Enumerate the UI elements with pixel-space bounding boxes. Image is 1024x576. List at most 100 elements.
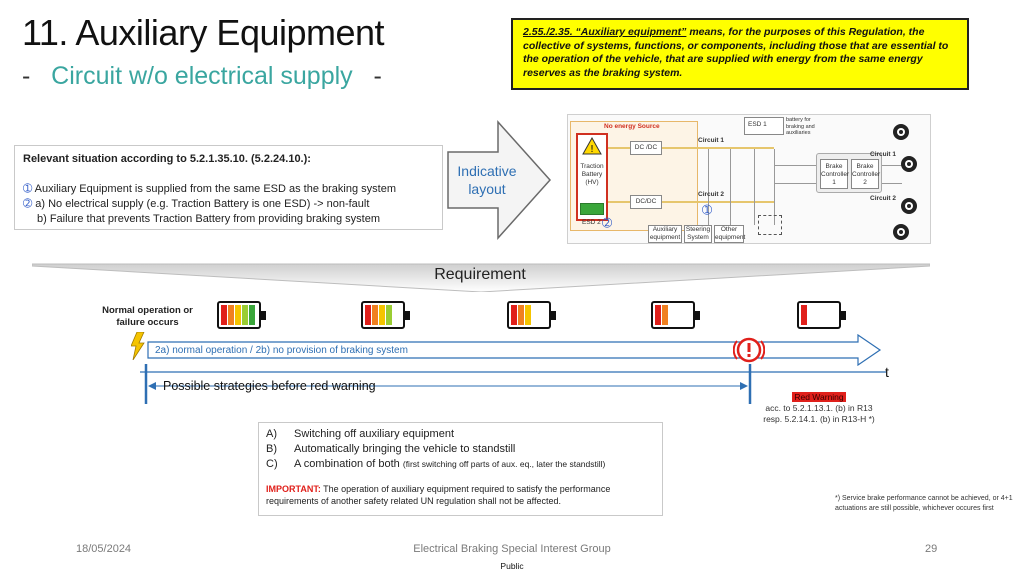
slide-title: 11. Auxiliary Equipment xyxy=(22,12,385,53)
option-c-note: (first switching off parts of aux. eq., … xyxy=(402,459,606,469)
warning-icon: ! xyxy=(582,137,602,155)
time-axis-label: t xyxy=(885,364,889,380)
wire xyxy=(608,201,630,203)
battery-icon-high xyxy=(361,301,410,329)
circuit-2-right-label: Circuit 2 xyxy=(870,195,897,202)
indicative-line-2: layout xyxy=(468,181,506,197)
battery-cell xyxy=(379,305,385,325)
wheel-icon xyxy=(901,156,917,172)
battery-cell xyxy=(518,305,524,325)
battery-cell xyxy=(235,305,241,325)
battery-cell xyxy=(221,305,227,325)
battery-icon-medium xyxy=(507,301,556,329)
brake-controller-2-box: Brake Controller 2 xyxy=(851,159,880,189)
battery-cell xyxy=(386,305,392,325)
situation-line-1-text: Auxiliary Equipment is supplied from the… xyxy=(32,183,396,195)
option-c: C) A combination of both (first switching… xyxy=(266,457,655,472)
brake-controller-1-box: Brake Controller 1 xyxy=(820,159,849,189)
other-equipment-box: Other equipment xyxy=(714,225,746,243)
battery-icon-critical xyxy=(797,301,846,329)
wire xyxy=(608,147,630,149)
wire xyxy=(882,183,902,184)
battery-cell xyxy=(801,305,807,325)
definition-box: 2.55./2.35. “Auxiliary equipment” means,… xyxy=(511,18,969,90)
aux-equipment-box: Auxiliary equipment xyxy=(648,225,682,243)
option-a: A)Switching off auxiliary equipment xyxy=(266,427,655,442)
red-warning-icon xyxy=(733,337,765,363)
option-a-text: Switching off auxiliary equipment xyxy=(294,428,454,440)
esd2-cell xyxy=(580,203,604,215)
circuit-1-label: Circuit 1 xyxy=(698,137,725,144)
esd2-label: ESD 2 xyxy=(582,219,601,226)
footer-page-number: 29 xyxy=(925,543,938,555)
footer-date: 18/05/2024 xyxy=(76,543,132,555)
switch-box xyxy=(758,215,782,235)
option-b-key: B) xyxy=(266,443,277,455)
red-warning-line-2: resp. 5.2.14.1. (b) in R13-H *) xyxy=(763,414,875,424)
battery-cell xyxy=(228,305,234,325)
timeline-bar-label: 2a) normal operation / 2b) no provision … xyxy=(155,345,408,356)
red-warning-line-1: acc. to 5.2.1.13.1. (b) in R13 xyxy=(765,403,873,413)
marker-2-circuit-icon: ➁ xyxy=(602,216,613,230)
slide-subtitle: - Circuit w/o electrical supply - xyxy=(22,62,382,91)
important-text: The operation of auxiliary equipment req… xyxy=(266,484,611,506)
circuit-diagram: No energy Source ! Traction Battery (HV)… xyxy=(567,114,931,244)
battery-cell xyxy=(525,305,531,325)
red-warning-text: Red Warning acc. to 5.2.1.13.1. (b) in R… xyxy=(760,392,878,425)
option-c-key: C) xyxy=(266,458,278,470)
definition-text: means, for the purposes of this Regulati… xyxy=(523,26,949,79)
dcdc-bottom-box: DC/DC xyxy=(630,195,662,209)
wire xyxy=(774,183,822,184)
wheel-icon xyxy=(893,124,909,140)
dcdc-top-box: DC /DC xyxy=(630,141,662,155)
wire xyxy=(774,165,822,166)
indicative-line-1: Indicative xyxy=(457,163,517,179)
wheel-icon xyxy=(901,198,917,214)
circuit-1-right-label: Circuit 1 xyxy=(870,151,897,158)
circuit-2-label: Circuit 2 xyxy=(698,191,725,198)
battery-cell xyxy=(249,305,255,325)
lightning-icon xyxy=(131,332,145,360)
indicative-arrow-icon xyxy=(447,120,552,240)
wire xyxy=(754,149,755,225)
esd1-note: battery for braking and auxiliaries xyxy=(786,117,815,136)
footer-group: Electrical Braking Special Interest Grou… xyxy=(413,543,611,555)
esd1-box xyxy=(744,117,784,135)
red-warning-title: Red Warning xyxy=(792,392,846,402)
subtitle-dash-right: - xyxy=(373,62,382,90)
wire xyxy=(708,149,709,225)
battery-cell xyxy=(511,305,517,325)
wheel-icon xyxy=(893,224,909,240)
option-b: B)Automatically bringing the vehicle to … xyxy=(266,442,655,457)
marker-2-icon: ➁ xyxy=(23,198,33,210)
svg-text:!: ! xyxy=(590,144,594,155)
situation-line-1: ➀ Auxiliary Equipment is supplied from t… xyxy=(23,182,434,197)
timeline-arrow xyxy=(147,334,882,366)
important-label: IMPORTANT: xyxy=(266,484,321,494)
situation-line-2-text: a) No electrical supply (e.g. Traction B… xyxy=(32,198,370,210)
indicative-label: Indicative layout xyxy=(452,162,522,198)
battery-cell xyxy=(662,305,668,325)
time-axis xyxy=(140,364,886,404)
battery-icon-full xyxy=(217,301,266,329)
definition-reference: 2.55./2.35. “Auxiliary equipment” xyxy=(523,26,687,38)
option-c-text: A combination of both xyxy=(294,458,403,470)
esd1-label: ESD 1 xyxy=(748,121,767,128)
marker-1-circuit-icon: ➀ xyxy=(702,203,713,217)
requirement-label: Requirement xyxy=(434,266,526,283)
traction-battery-label: Traction Battery (HV) xyxy=(580,163,604,186)
requirement-banner xyxy=(32,263,930,292)
wire xyxy=(774,149,775,225)
battery-cell xyxy=(655,305,661,325)
normal-operation-label: Normal operation or failure occurs xyxy=(102,305,193,328)
steering-box: Steering System xyxy=(684,225,712,243)
footer-classification: Public xyxy=(500,561,524,571)
situation-box: Relevant situation according to 5.2.1.35… xyxy=(14,145,443,230)
battery-cell xyxy=(242,305,248,325)
footnote: *) Service brake performance cannot be a… xyxy=(835,495,1013,512)
subtitle-dash-left: - xyxy=(22,62,31,90)
situation-line-2: ➁ a) No electrical supply (e.g. Traction… xyxy=(23,197,434,212)
battery-icon-low xyxy=(651,301,700,329)
battery-cell xyxy=(372,305,378,325)
important-note: IMPORTANT: The operation of auxiliary eq… xyxy=(266,483,655,507)
